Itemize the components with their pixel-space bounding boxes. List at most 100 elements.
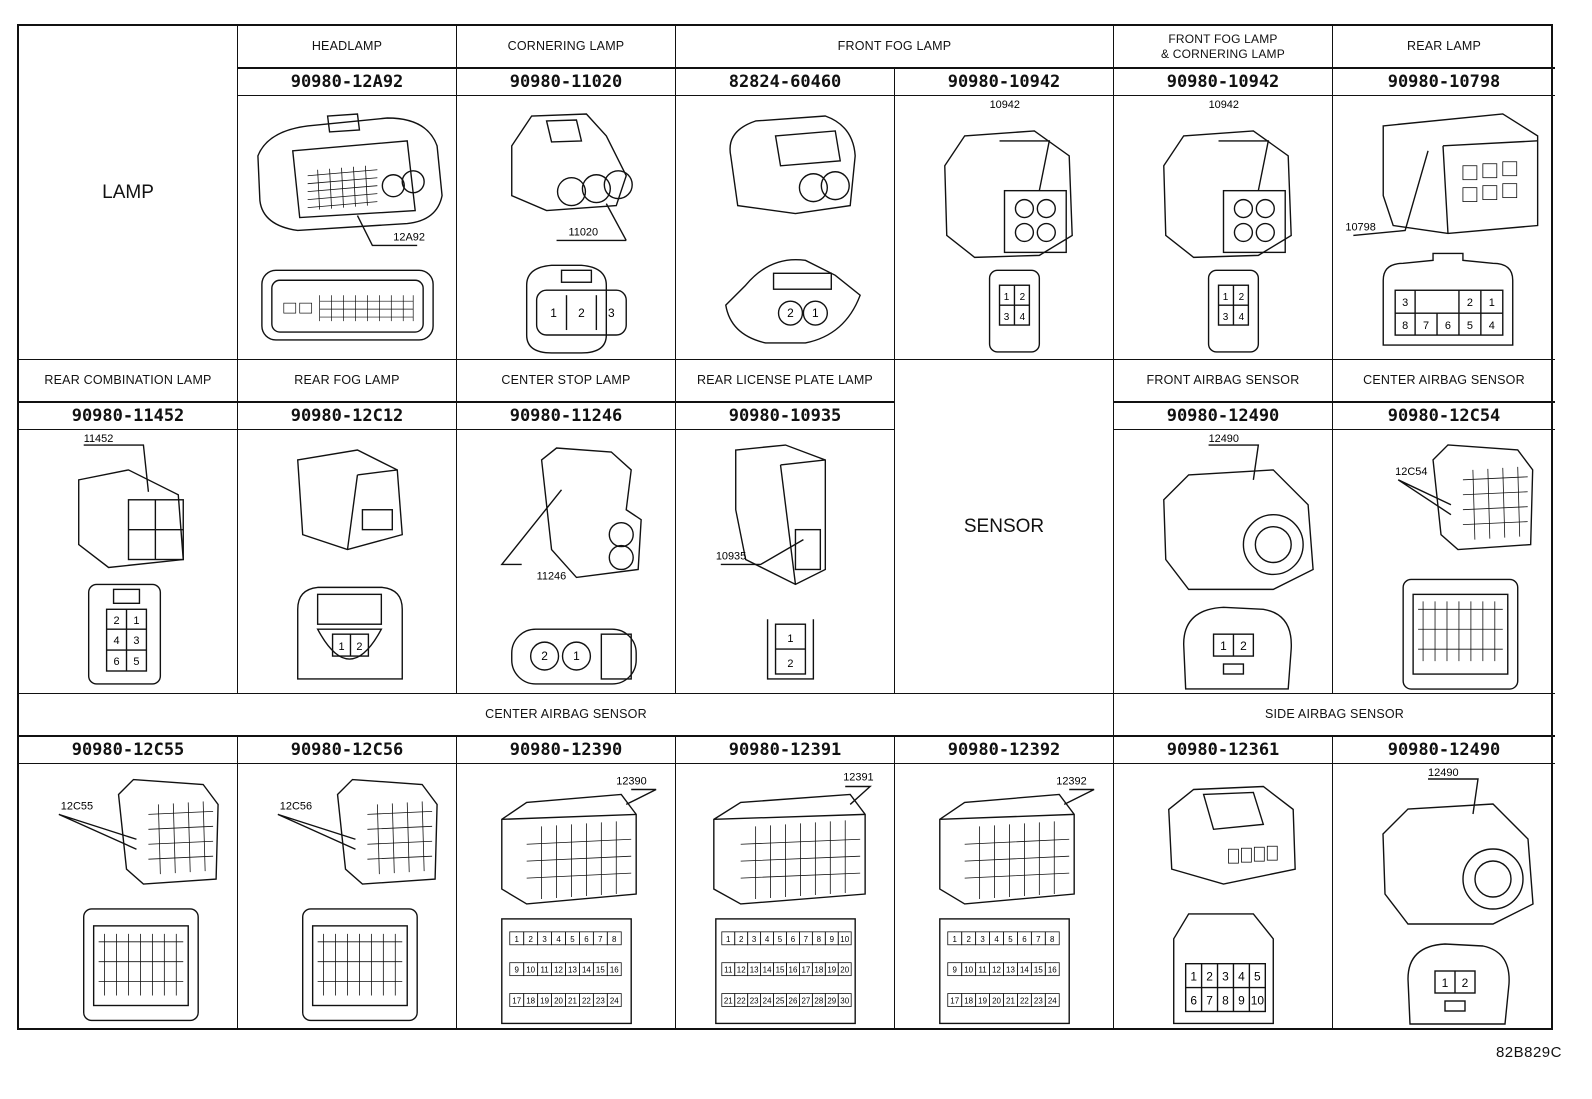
pin-number: 2 <box>787 306 794 320</box>
part-number-text: 90980-12A92 <box>290 72 404 92</box>
header-cornering-lamp: CORNERING LAMP <box>457 26 676 68</box>
pin-number: 23 <box>750 997 759 1006</box>
pin-number: 12 <box>737 966 746 975</box>
part-number: 90980-12A92 <box>238 68 457 96</box>
header-front-fog-cornering-lamp: FRONT FOG LAMP & CORNERING LAMP <box>1114 26 1333 68</box>
header-label: CENTER STOP LAMP <box>501 372 631 387</box>
part-number: 90980-12392 <box>895 736 1114 764</box>
pin-number: 18 <box>526 997 535 1006</box>
part-number-text: 90980-10935 <box>728 406 842 426</box>
part-number: 90980-12490 <box>1114 402 1333 430</box>
pin-cell <box>837 931 852 946</box>
header-label: HEADLAMP <box>311 38 383 53</box>
pin-number: 3 <box>1223 312 1229 323</box>
pin-number: 20 <box>992 997 1001 1006</box>
header-rear-fog-lamp: REAR FOG LAMP <box>238 360 457 402</box>
pin-number: 2 <box>1462 976 1469 990</box>
header-label: SIDE AIRBAG SENSOR <box>1264 706 1405 721</box>
pin-number: 2 <box>739 935 744 944</box>
pin-number: 2 <box>1239 292 1245 303</box>
pin-number: 4 <box>994 935 999 944</box>
pin-number: 20 <box>840 966 849 975</box>
callout-label: 10942 <box>990 99 1020 111</box>
pin-number: 6 <box>584 935 589 944</box>
pin-number: 10 <box>964 966 973 975</box>
pin-number: 7 <box>1423 320 1429 332</box>
pin-number: 22 <box>737 997 746 1006</box>
connector-drawing-12c56: 12C56 <box>238 764 457 1030</box>
part-number: 90980-11020 <box>457 68 676 96</box>
category-label: LAMP <box>102 181 154 203</box>
callout-label: 10942 <box>1209 99 1239 111</box>
part-number-text: 82824-60460 <box>728 72 842 92</box>
pin-number: 13 <box>750 966 759 975</box>
pin-number: 6 <box>1022 935 1027 944</box>
header-label: CENTER AIRBAG SENSOR <box>485 706 647 721</box>
connector-drawing-rear-lamp: 3 2 1 8 7 6 5 4 10798 <box>1333 96 1555 360</box>
header-label: FRONT FOG LAMP & CORNERING LAMP <box>1161 31 1285 61</box>
pin-number: 20 <box>554 997 563 1006</box>
part-number: 90980-12C54 <box>1333 402 1555 430</box>
part-number-text: 90980-12390 <box>509 740 623 760</box>
category-lamp: LAMP <box>19 26 238 360</box>
connector-drawing-front-fog-lamp-a: 2 1 <box>676 96 895 360</box>
connector-drawing-center-stop-lamp: 2 1 11246 <box>457 430 676 694</box>
pin-number: 14 <box>582 966 591 975</box>
part-number: 90980-12C12 <box>238 402 457 430</box>
pin-number: 10 <box>1251 994 1265 1008</box>
header-label: REAR LICENSE PLATE LAMP <box>697 372 873 387</box>
header-label: REAR COMBINATION LAMP <box>44 372 212 387</box>
connector-drawing-headlamp: 12A92 <box>238 96 457 360</box>
pin-number: 22 <box>582 997 591 1006</box>
pin-number: 11 <box>540 966 549 975</box>
callout-label: 10798 <box>1345 221 1375 233</box>
connector-drawing-cornering-lamp: 1 2 3 11020 <box>457 96 676 360</box>
pin-number: 13 <box>568 966 577 975</box>
pin-number: 24 <box>610 997 619 1006</box>
callout-label: 12C56 <box>280 800 312 812</box>
pin-number: 6 <box>791 935 796 944</box>
pin-number: 3 <box>133 635 139 647</box>
callout-label: 11246 <box>537 570 567 582</box>
pin-number: 2 <box>1020 292 1026 303</box>
pin-number: 18 <box>964 997 973 1006</box>
pin-number: 8 <box>612 935 617 944</box>
pin-number: 12 <box>554 966 563 975</box>
pin-number: 23 <box>596 997 605 1006</box>
pin-number: 1 <box>1442 976 1449 990</box>
pin-number: 16 <box>610 966 619 975</box>
pin-number: 2 <box>114 615 120 627</box>
pin-number: 2 <box>1206 970 1213 984</box>
part-number: 90980-12490 <box>1333 736 1555 764</box>
part-number-text: 90980-10798 <box>1387 72 1501 92</box>
callout-label: 10935 <box>716 551 746 563</box>
pin-number: 27 <box>801 997 810 1006</box>
pin-number: 1 <box>338 641 344 653</box>
connector-drawing-rear-license-plate-lamp: 1 2 10935 <box>676 430 895 694</box>
callout-label: 12C55 <box>61 800 93 812</box>
part-number-text: 90980-10942 <box>1166 72 1280 92</box>
header-label: FRONT FOG LAMP <box>837 38 952 53</box>
connector-drawing-front-airbag-sensor: 1 2 12490 <box>1114 430 1333 694</box>
pin-number: 19 <box>978 997 987 1006</box>
pin-number: 7 <box>1036 935 1041 944</box>
pin-number: 8 <box>1050 935 1055 944</box>
pin-number: 2 <box>1240 639 1247 653</box>
pin-number: 4 <box>114 635 120 647</box>
pin-number: 21 <box>1006 997 1015 1006</box>
pin-number: 3 <box>980 935 985 944</box>
pin-number: 28 <box>814 997 823 1006</box>
part-number-text: 90980-11020 <box>509 72 623 92</box>
header-center-airbag-sensor: CENTER AIRBAG SENSOR <box>1333 360 1555 402</box>
pin-cell <box>606 993 622 1007</box>
pin-number: 5 <box>570 935 575 944</box>
part-number: 82824-60460 <box>676 68 895 96</box>
header-headlamp: HEADLAMP <box>238 26 457 68</box>
pin-number: 23 <box>1034 997 1043 1006</box>
pin-number: 11 <box>724 966 733 975</box>
pin-number: 7 <box>598 935 603 944</box>
pin-number: 2 <box>541 649 548 663</box>
category-label: SENSOR <box>963 515 1045 537</box>
